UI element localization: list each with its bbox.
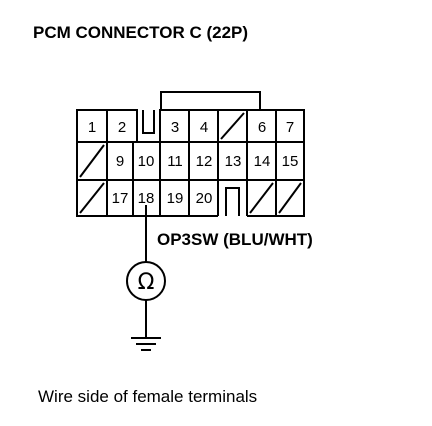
pin-1: 1 — [88, 119, 96, 136]
pin-20: 20 — [196, 190, 213, 207]
caption: Wire side of female terminals — [38, 387, 257, 406]
pin-4: 4 — [200, 119, 208, 136]
pin-12: 12 — [196, 153, 213, 170]
pin-14: 14 — [254, 153, 271, 170]
empty-cavity-5 — [220, 112, 245, 140]
connector-row-1: 1 2 3 4 6 7 — [76, 109, 305, 143]
test-circuit: Ω — [126, 205, 166, 351]
pin-9: 9 — [116, 153, 124, 170]
bottom-notch — [225, 187, 240, 216]
connector-row-3: 17 18 19 20 — [76, 180, 305, 217]
pin-19: 19 — [167, 190, 184, 207]
pin-6: 6 — [258, 119, 266, 136]
key-notch — [136, 110, 161, 143]
pin-15: 15 — [282, 153, 299, 170]
ground-icon — [131, 337, 161, 351]
pin-10: 10 — [138, 153, 155, 170]
pin-3: 3 — [171, 119, 179, 136]
connector-body: 1 2 3 4 6 7 9 10 11 12 13 14 15 — [76, 91, 305, 217]
pin-18: 18 — [138, 190, 155, 207]
locking-tab — [160, 91, 261, 110]
connector-row-2: 9 10 11 12 13 14 15 — [76, 141, 305, 181]
empty-cavity-8 — [79, 144, 105, 178]
empty-cavity-16 — [79, 182, 105, 214]
empty-cavity-22 — [278, 182, 302, 214]
pin-2: 2 — [118, 119, 126, 136]
wire-label: OP3SW (BLU/WHT) — [157, 230, 313, 249]
empty-cavity-21 — [249, 182, 274, 214]
pin-11: 11 — [167, 153, 183, 170]
page-title: PCM CONNECTOR C (22P) — [33, 23, 248, 42]
pin-17: 17 — [112, 190, 129, 207]
pin-7: 7 — [286, 119, 294, 136]
pin-13: 13 — [225, 153, 242, 170]
row-2-frame — [76, 141, 305, 181]
ohm-symbol: Ω — [138, 270, 155, 295]
